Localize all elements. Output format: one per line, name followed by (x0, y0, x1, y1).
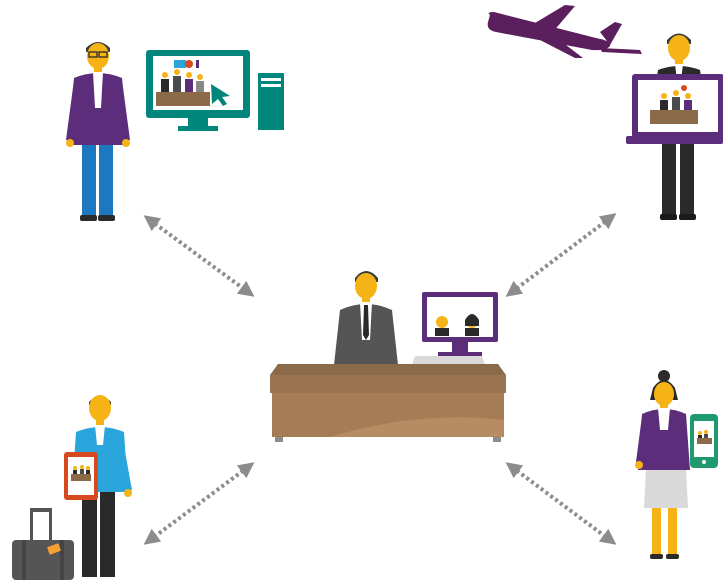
laptop-icon (626, 74, 723, 144)
woman-group (635, 370, 718, 559)
phone-icon (690, 414, 718, 468)
presenter-figure (334, 271, 398, 365)
desktop-computer (146, 50, 284, 131)
traveler-group (626, 33, 723, 220)
woman-figure (635, 370, 690, 559)
arrow-bottom-left (143, 462, 255, 545)
tablet-icon (64, 452, 98, 500)
presenter-monitor (422, 292, 498, 357)
arrow-top-left (143, 215, 255, 297)
connection-arrows (143, 213, 617, 545)
arrow-bottom-right (505, 462, 617, 545)
office-desk (270, 364, 506, 442)
suitcase-icon (12, 508, 74, 580)
commuter-group (12, 395, 132, 580)
commuter-figure (72, 395, 132, 577)
office-worker-figure (66, 42, 130, 221)
office-worker-group (66, 42, 284, 221)
airplane-icon (487, 5, 642, 58)
arrow-top-right (505, 213, 617, 297)
presenter-group (270, 271, 506, 442)
